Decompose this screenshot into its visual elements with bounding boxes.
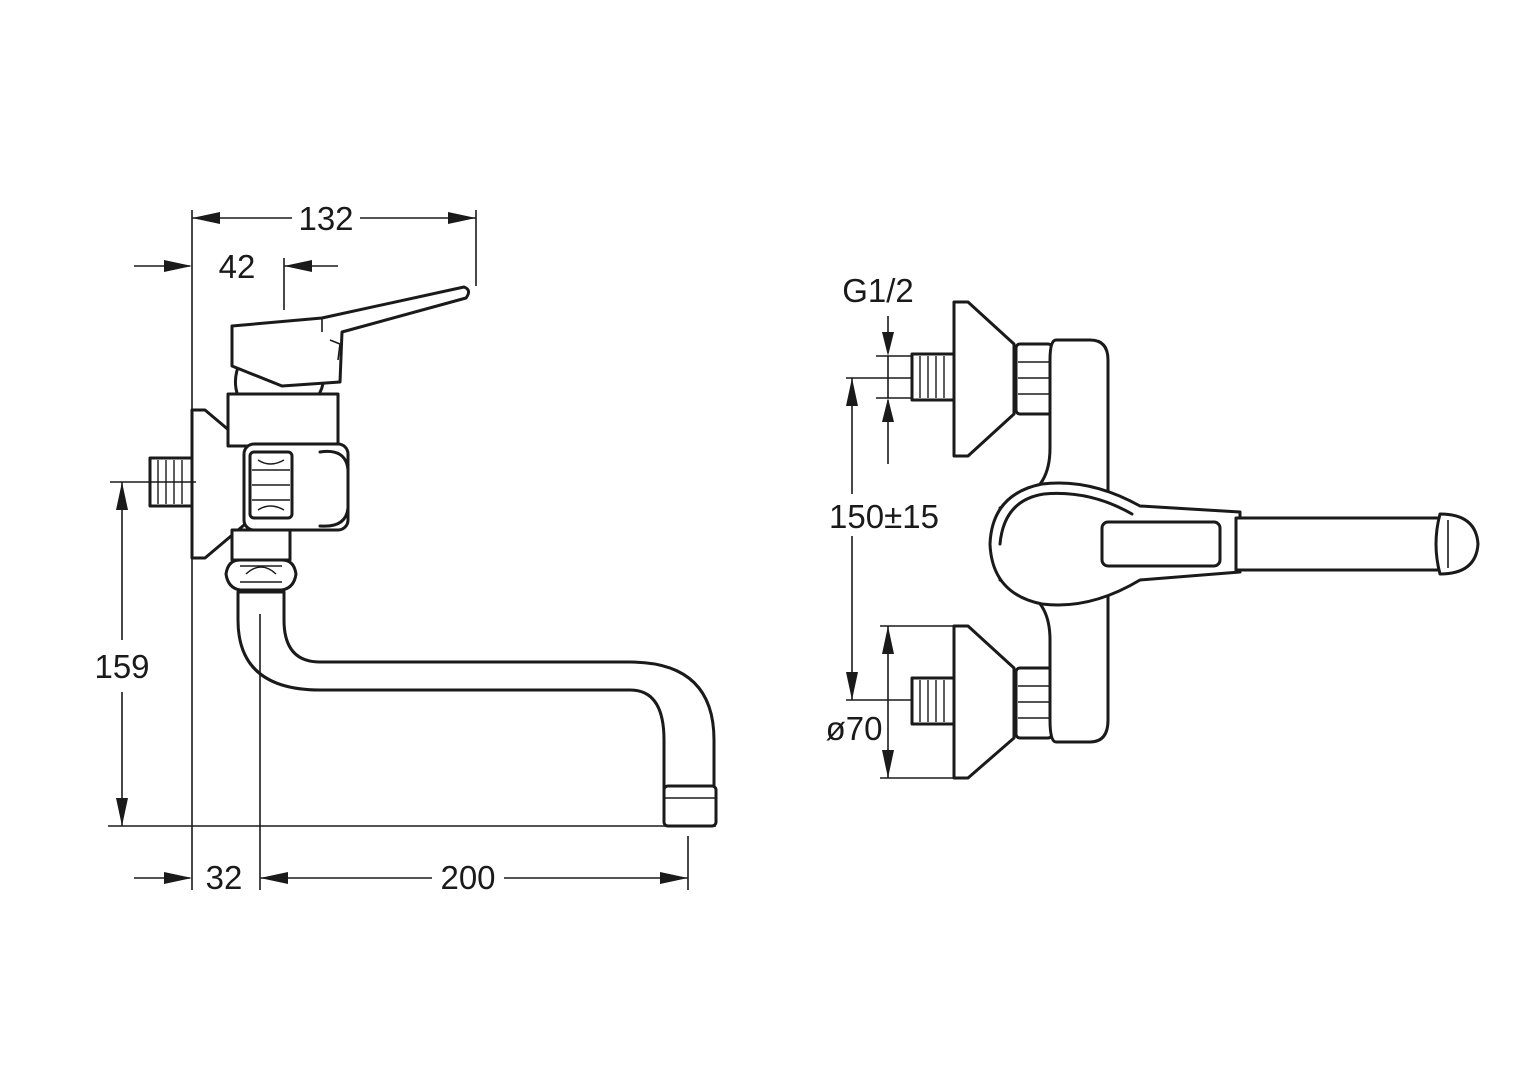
nut-lower	[1014, 666, 1054, 740]
lever-tip	[1434, 512, 1480, 576]
union-nut	[248, 450, 294, 520]
dimension-70: ø70	[826, 625, 958, 779]
handle-grip-inset	[1100, 520, 1222, 568]
dimension-label-200: 200	[440, 859, 495, 896]
dimension-label-132: 132	[298, 200, 353, 237]
dimension-label-150: 150±15	[829, 498, 939, 535]
lever-handle[interactable]	[230, 285, 471, 388]
dimension-159: 159	[94, 481, 716, 827]
flange-upper	[952, 300, 1016, 458]
aerator	[662, 784, 718, 828]
dimension-132: 132	[192, 200, 477, 286]
dimension-200: 200	[260, 836, 689, 896]
lever-arm-front[interactable]	[1234, 516, 1450, 572]
flange-lower	[952, 624, 1016, 780]
dimension-g12: G1/2	[842, 272, 914, 464]
nut-upper	[1014, 342, 1054, 416]
side-view: 132 42 159 32	[94, 200, 718, 896]
dimension-label-159: 159	[94, 648, 149, 685]
dimension-label-g12: G1/2	[842, 272, 914, 309]
dimension-42: 42	[134, 248, 338, 310]
inlet-upper	[910, 300, 1054, 458]
spout	[236, 590, 716, 792]
dimension-label-42: 42	[219, 248, 256, 285]
dimension-label-32: 32	[206, 859, 243, 896]
spout-connector	[224, 528, 298, 592]
inlet-lower	[910, 624, 1054, 780]
front-view: G1/2 150±15 ø70	[826, 272, 1480, 780]
dimension-150: 150±15	[829, 377, 939, 701]
dimension-label-70: ø70	[826, 710, 883, 747]
valve-body	[226, 392, 340, 448]
